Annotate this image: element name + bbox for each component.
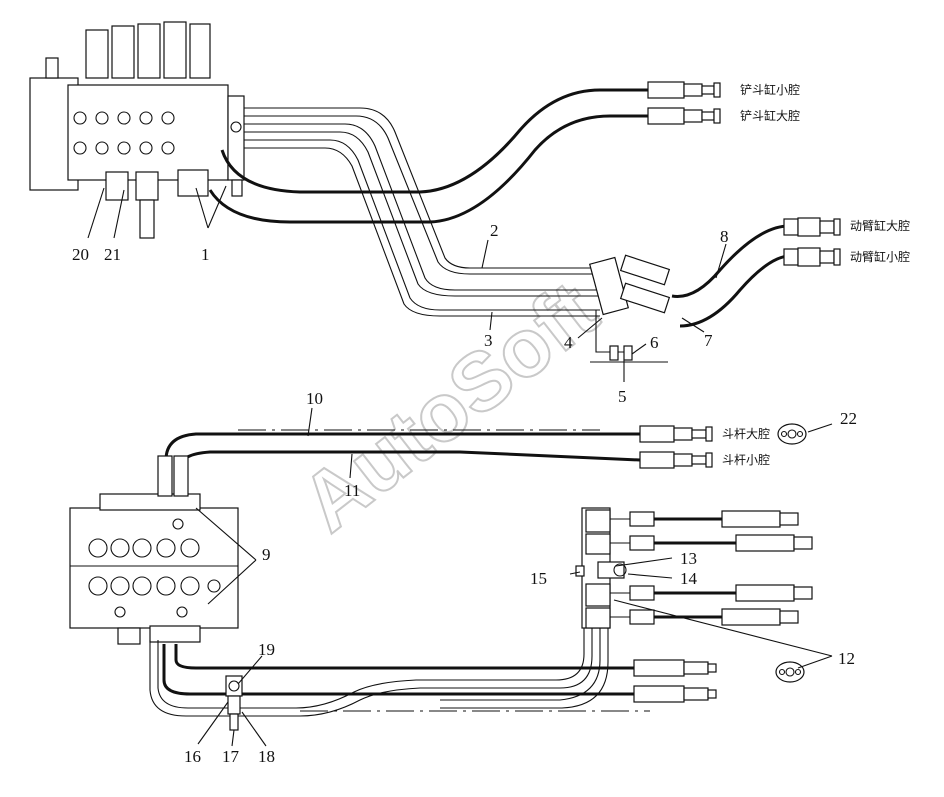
bucket-large-fitting	[647, 107, 721, 125]
label-boom-cyl-large: 动臂缸大腔	[850, 218, 910, 233]
part-number: 16	[184, 747, 201, 766]
label-stick-small: 斗杆小腔	[722, 452, 770, 467]
label-bucket-cyl-small: 铲斗缸小腔	[740, 82, 800, 97]
clamp-assembly	[225, 675, 243, 731]
part-number: 12	[838, 649, 855, 668]
part-number: 3	[484, 331, 493, 350]
part-number: 22	[840, 409, 857, 428]
part-number: 11	[344, 481, 360, 500]
upper-leader-lines	[87, 185, 727, 382]
part-number: 6	[650, 333, 659, 352]
split-flange-22	[777, 423, 807, 445]
part-number: 4	[564, 333, 573, 352]
part-number: 17	[222, 747, 240, 766]
lower-manifold	[575, 507, 813, 629]
part-number: 19	[258, 640, 275, 659]
part-number: 2	[490, 221, 499, 240]
part-number: 13	[680, 549, 697, 568]
part-number: 20	[72, 245, 89, 264]
lower-control-valve	[69, 493, 239, 645]
upper-control-valve	[29, 21, 245, 239]
part-number: 15	[530, 569, 547, 588]
label-bucket-cyl-large: 铲斗缸大腔	[740, 108, 800, 123]
boom-large-fitting	[783, 217, 841, 237]
bucket-small-fitting	[647, 81, 721, 99]
part-number: 9	[262, 545, 271, 564]
part-number: 10	[306, 389, 323, 408]
bucket-hoses	[208, 88, 648, 224]
part-number: 14	[680, 569, 698, 588]
part-number: 21	[104, 245, 121, 264]
part-number: 1	[201, 245, 210, 264]
stick-large-fitting	[639, 425, 713, 443]
label-stick-large: 斗杆大腔	[722, 426, 770, 441]
stick-small-fitting	[639, 451, 713, 469]
part-number: 18	[258, 747, 275, 766]
lower-return-lines	[149, 628, 717, 717]
boom-hoses	[671, 224, 791, 328]
watermark: AutoSoft	[285, 264, 614, 549]
lower-leader-lines	[195, 407, 833, 747]
boom-small-fitting	[783, 247, 841, 267]
split-flange-12	[775, 661, 805, 683]
part-number: 5	[618, 387, 627, 406]
boom-connector-block	[588, 254, 671, 363]
label-boom-cyl-small: 动臂缸小腔	[850, 249, 910, 264]
upper-rigid-pipes	[244, 107, 602, 317]
part-number: 7	[704, 331, 713, 350]
part-number: 8	[720, 227, 729, 246]
stick-hoses	[157, 432, 641, 497]
